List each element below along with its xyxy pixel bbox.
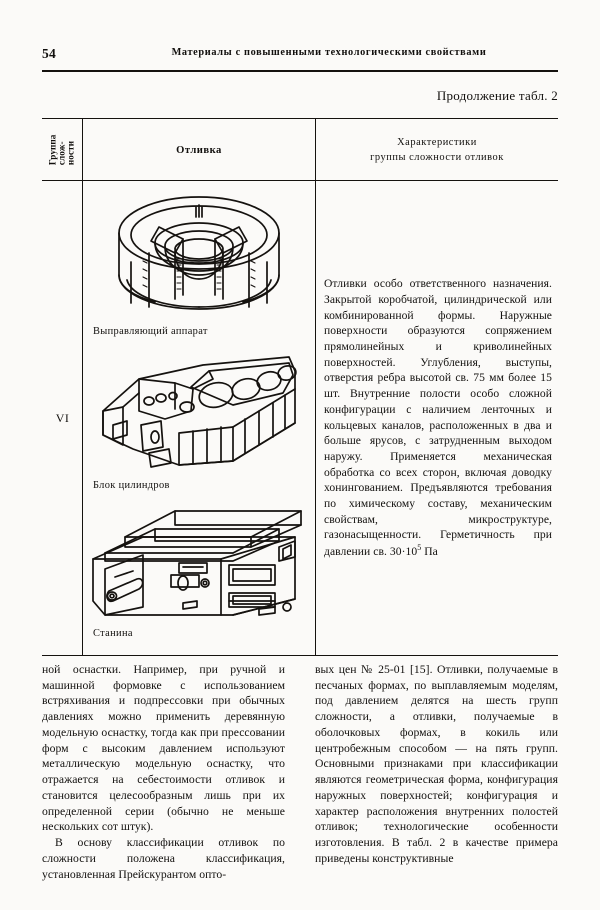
figure-caption: Блок цилиндров (93, 480, 170, 491)
body-text: ной оснастки. Например, при ручной и маш… (42, 662, 558, 906)
table-divider-second (315, 118, 316, 655)
casting-illustrations-cell: Выправляющий аппарат (83, 181, 315, 655)
table-header-group: Группа слож- ности (44, 120, 81, 180)
characteristics-header-line-2: группы сложности отливок (370, 152, 504, 163)
table-header-rule (42, 180, 558, 181)
group-header-line-3: ности (66, 141, 77, 166)
table-divider-first (82, 118, 83, 655)
characteristics-body: Отливки особо ответственного назначения.… (324, 277, 552, 559)
body-column-right: вых цен № 25-01 [15]. Отливки, получаемы… (315, 662, 558, 867)
characteristics-cell: Отливки особо ответственного назначения.… (316, 181, 558, 655)
figure-cylinder-block: Блок цилиндров (83, 349, 315, 491)
table-header-characteristics: Характеристики группы сложности отливок (316, 120, 558, 180)
figure-machine-bed: Станина (83, 503, 315, 639)
table-bottom-rule (42, 655, 558, 656)
v-engine-cylinder-block-drawing (102, 356, 297, 468)
paragraph: вых цен № 25-01 [15]. Отливки, получаемы… (315, 663, 558, 865)
figure-caption: Выправляющий аппарат (93, 326, 208, 337)
complexity-group-table: Группа слож- ности Отливка Характеристик… (42, 118, 558, 656)
page-number: 54 (42, 46, 56, 61)
paragraph: В основу классификации отливок по сложно… (42, 836, 285, 881)
running-head-title: Материалы с повышенными технологическими… (171, 47, 487, 58)
figure-caption: Станина (93, 628, 133, 639)
header-rule (42, 70, 558, 72)
body-column-left: ной оснастки. Например, при ручной и маш… (42, 662, 285, 882)
table-continuation-label: Продолжение табл. 2 (436, 88, 558, 103)
figure-straightening-apparatus: Выправляющий аппарат (83, 183, 315, 337)
characteristics-tail: Па (421, 545, 438, 559)
group-number-cell: VI (55, 410, 70, 425)
ring-casting-with-radial-vanes-drawing (118, 196, 280, 310)
paragraph: ной оснастки. Например, при ручной и маш… (42, 663, 285, 834)
characteristics-paragraph: Отливки особо ответственного назначения.… (316, 276, 558, 560)
characteristics-header-line-1: Характеристики (397, 136, 477, 148)
characteristics-exponent: 5 (417, 543, 422, 553)
table-top-rule (42, 118, 558, 119)
table-header-casting: Отливка (176, 144, 222, 156)
machine-tool-bed-drawing (92, 510, 302, 616)
vertical-header-text: Группа слож- ности (48, 135, 77, 166)
running-head: 54 Материалы с повышенными технологическ… (42, 46, 558, 66)
